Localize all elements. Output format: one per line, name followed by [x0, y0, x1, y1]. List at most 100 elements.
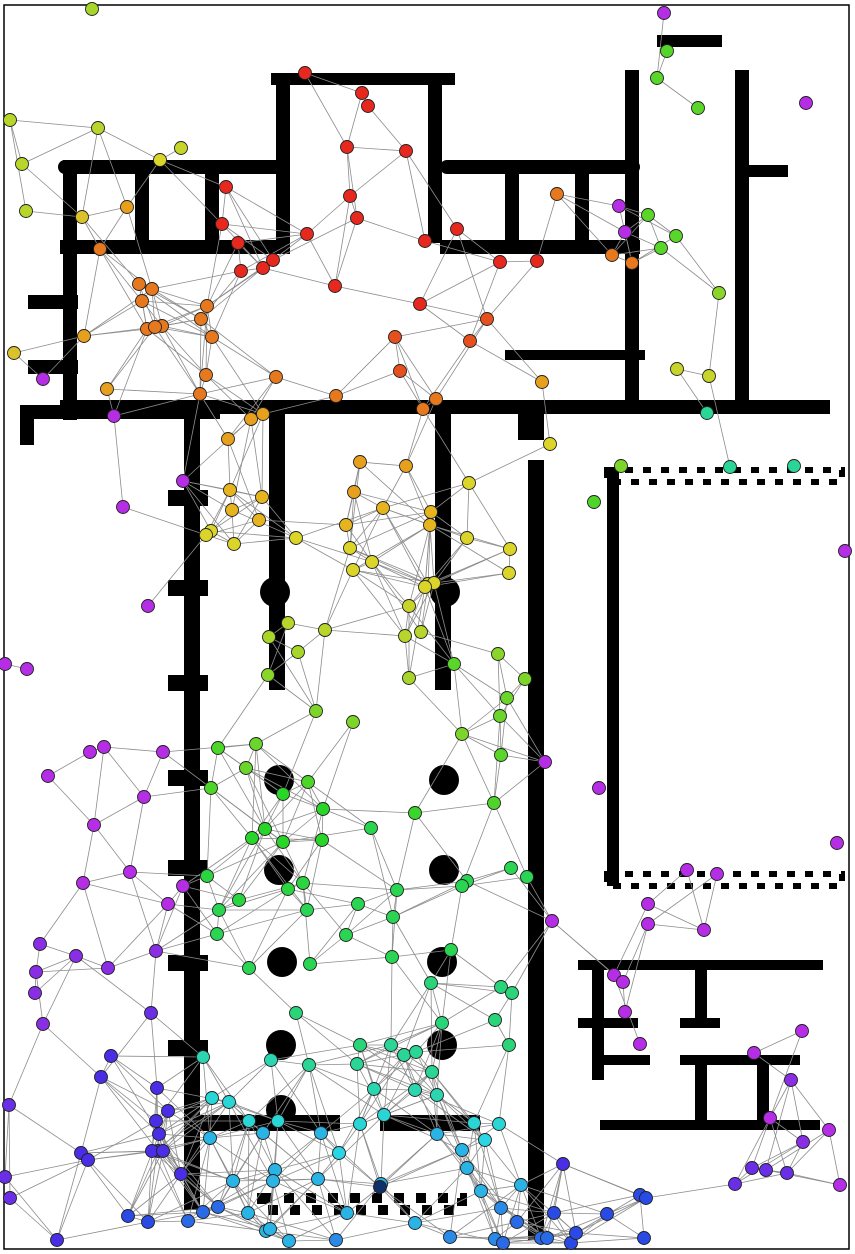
graph-edge [790, 1079, 830, 1131]
graph-edge [370, 827, 394, 918]
graph-edge [431, 1071, 438, 1135]
wall-cloister-top [604, 467, 845, 485]
graph-edge [156, 1087, 211, 1139]
graph-edge [359, 1044, 385, 1116]
graph-node [262, 630, 276, 644]
graph-node [641, 917, 655, 931]
graph-edge [734, 1141, 804, 1185]
pillar [267, 947, 297, 977]
graph-edge [167, 903, 220, 911]
graph-edge [205, 374, 264, 415]
graph-node [386, 910, 400, 924]
graph-edge [225, 186, 274, 261]
graph-node [221, 432, 235, 446]
graph-edge [218, 909, 250, 969]
graph-node [0, 1170, 12, 1184]
graph-node [680, 863, 694, 877]
graph-node [373, 1180, 387, 1194]
graph-node [225, 503, 239, 517]
graph-edge [258, 519, 347, 526]
graph-node [269, 370, 283, 384]
graph-edge [288, 1212, 348, 1242]
graph-edge [225, 186, 264, 269]
graph-edge [769, 1079, 792, 1119]
graph-edge [42, 335, 85, 380]
graph-node [414, 625, 428, 639]
graph-node [639, 1191, 653, 1205]
graph-edge [8, 1023, 44, 1106]
graph-edge [450, 885, 463, 951]
graph-edge [199, 393, 264, 415]
graph-edge [429, 524, 510, 574]
graph-edge [4, 1176, 58, 1241]
graph-node [444, 943, 458, 957]
graph-edge [399, 370, 424, 410]
graph-node [300, 227, 314, 241]
graph-edge [199, 318, 202, 395]
graph-edge [274, 1152, 340, 1171]
graph-edge [180, 1137, 211, 1175]
graph-edge [308, 1063, 358, 1066]
graph-node [205, 330, 219, 344]
graph-node [503, 542, 517, 556]
graph-node [545, 914, 559, 928]
graph-node [121, 1209, 135, 1223]
graph-node [361, 99, 375, 113]
graph-edge [202, 1211, 271, 1230]
graph-edge [526, 876, 553, 922]
graph-edge [267, 622, 289, 676]
graph-node [2, 1098, 16, 1112]
graph-node [347, 485, 361, 499]
graph-edge [282, 781, 309, 843]
wall-stub-4 [575, 170, 589, 250]
graph-node [377, 1108, 391, 1122]
graph-node [616, 975, 630, 989]
graph-edge [295, 537, 354, 571]
graph-node [784, 1073, 798, 1087]
graph-node [28, 986, 42, 1000]
graph-edge [435, 318, 488, 400]
graph-edge [466, 537, 511, 550]
graph-edge [703, 873, 718, 931]
graph-edge [81, 127, 99, 218]
graph-edge [656, 12, 665, 79]
graph-node [104, 1049, 118, 1063]
graph-edge [414, 1207, 502, 1224]
graph-node [3, 113, 17, 127]
graph-node [264, 1053, 278, 1067]
graph-node [239, 761, 253, 775]
graph-edge [379, 1133, 438, 1188]
graph-edge [405, 408, 424, 467]
graph-node [266, 1174, 280, 1188]
graph-node [19, 204, 33, 218]
graph-edge [126, 159, 161, 208]
graph-edge [753, 1030, 803, 1054]
graph-edge [306, 839, 323, 911]
graph-node [83, 745, 97, 759]
graph-edge [371, 561, 426, 588]
graph-node [199, 368, 213, 382]
graph-edge [202, 1056, 230, 1103]
graph-node [69, 949, 83, 963]
graph-node [423, 518, 437, 532]
graph-node [723, 460, 737, 474]
graph-edge [9, 119, 99, 129]
wall-tower-right [428, 73, 442, 243]
graph-edge [158, 1133, 219, 1208]
graph-edge [151, 288, 208, 307]
graph-edge [255, 743, 309, 783]
graph-node [462, 476, 476, 490]
graph-edge [155, 933, 218, 952]
graph-edge [275, 376, 337, 397]
graph-edge [536, 193, 558, 262]
graph-edge [35, 967, 109, 973]
graph-node [418, 234, 432, 248]
graph-edge [575, 1232, 645, 1239]
graph-edge [379, 1186, 416, 1224]
graph-edge [790, 1079, 804, 1143]
graph-node [641, 897, 655, 911]
graph-edge [765, 1079, 792, 1171]
graph-edge [349, 547, 429, 585]
graph-node [520, 870, 534, 884]
graph-edge [520, 1184, 608, 1215]
